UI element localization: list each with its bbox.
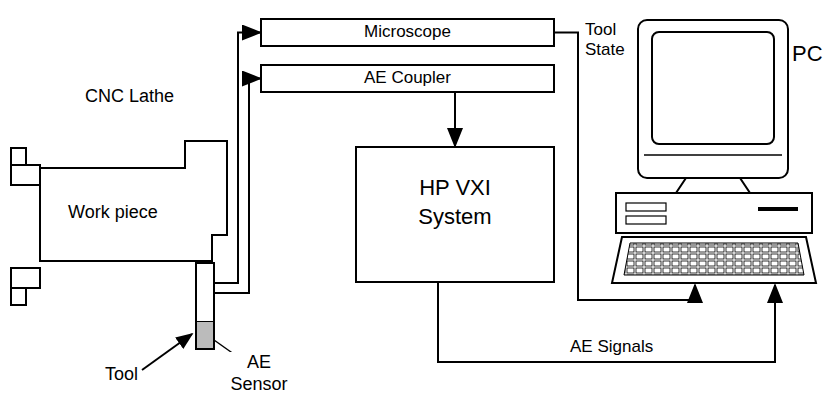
connector-arrow (454, 93, 456, 146)
signal-label: AE Signals (570, 337, 653, 357)
node-text: Tool (105, 364, 138, 386)
lathe-shape (40, 140, 228, 262)
process-box: AE Coupler (260, 64, 555, 93)
node-text: Microscope (364, 22, 451, 42)
node-text: CNC Lathe (85, 86, 174, 108)
part-label: AE Sensor (226, 352, 292, 395)
connector-arrow (438, 283, 775, 362)
node-text: Work piece (68, 202, 158, 224)
signal-label: Tool State (585, 20, 635, 61)
cutting-tool: Tool (195, 262, 215, 350)
node-text: AE Coupler (364, 68, 451, 88)
computer-drawing (608, 15, 820, 285)
system-box: HP VXI System (355, 146, 555, 283)
sensor-patch (197, 321, 213, 348)
node-text: HP VXI System (405, 174, 505, 231)
lathe-outline: CNC LatheWork piece (40, 140, 228, 262)
node-text: PC (792, 41, 823, 67)
tool-leader (142, 334, 192, 370)
computer-figure: PC (608, 15, 820, 285)
chuck-jaws (11, 148, 40, 305)
process-box: Microscope (260, 18, 555, 47)
